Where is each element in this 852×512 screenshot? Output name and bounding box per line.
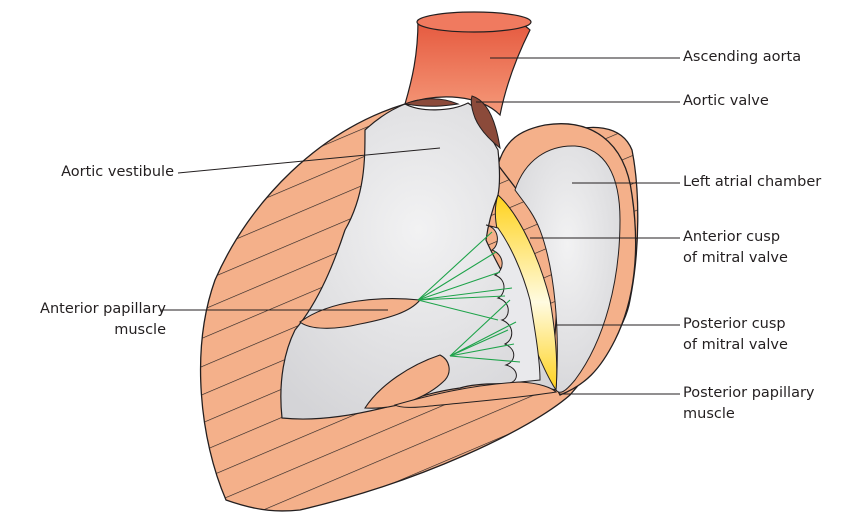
aorta-opening bbox=[417, 12, 531, 32]
label-anterior-cusp: Anterior cusp of mitral valve bbox=[683, 227, 788, 269]
label-anterior-papillary-muscle: Anterior papillary muscle bbox=[4, 299, 166, 341]
label-left-atrial-chamber: Left atrial chamber bbox=[683, 172, 821, 193]
label-aortic-valve: Aortic valve bbox=[683, 91, 769, 112]
label-aortic-vestibule: Aortic vestibule bbox=[8, 162, 174, 183]
label-posterior-papillary-muscle: Posterior papillary muscle bbox=[683, 383, 815, 425]
label-posterior-cusp: Posterior cusp of mitral valve bbox=[683, 314, 788, 356]
label-ascending-aorta: Ascending aorta bbox=[683, 47, 801, 68]
